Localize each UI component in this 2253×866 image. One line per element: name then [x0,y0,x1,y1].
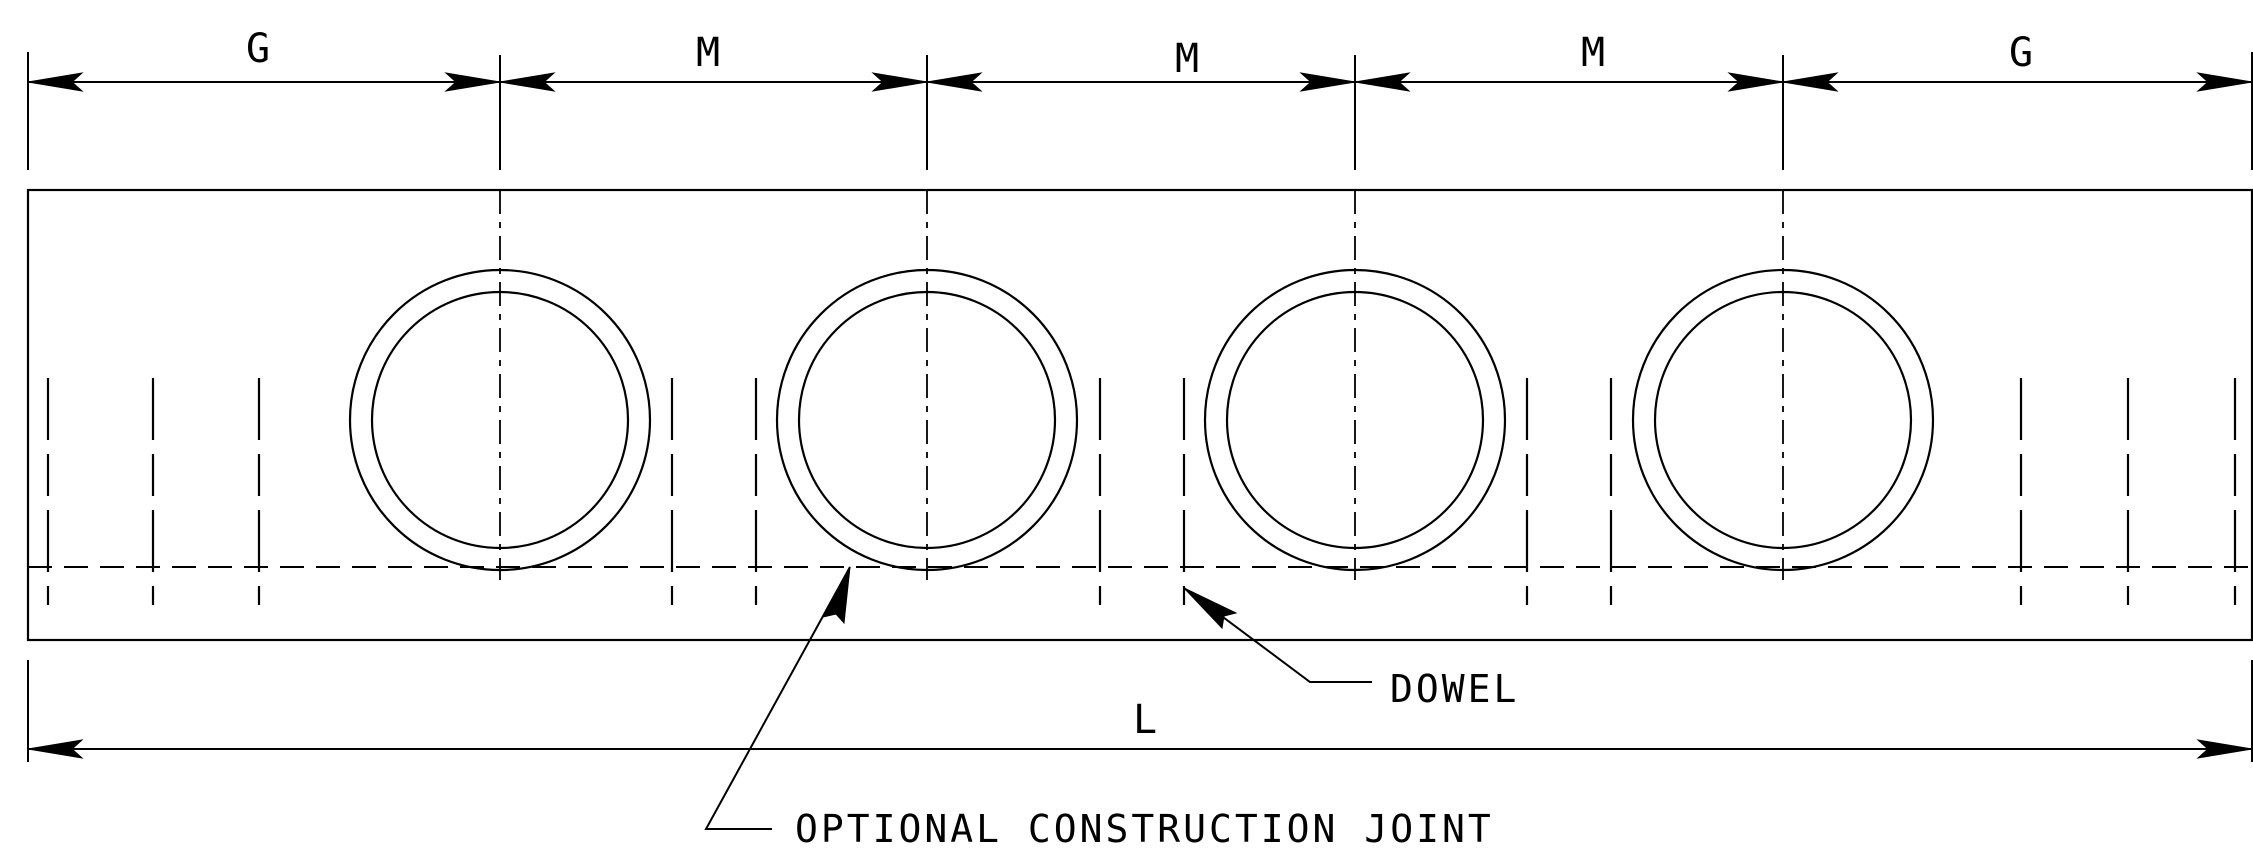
dim-label-l: L [1133,697,1157,743]
slab-outline [26,188,2253,642]
dim-label-m-1: M [696,30,720,76]
core-outer-2 [775,268,1079,572]
arrowhead [444,72,501,92]
dowel-leader-arrow [1183,587,1238,630]
dim-label-g-left: G [246,26,270,72]
joint-leader-arrow [822,566,851,625]
dim-label-g-right: G [2009,30,2033,76]
dim-label-m-2: M [1175,36,1199,82]
construction-joint-label: OPTIONAL CONSTRUCTION JOINT [795,807,1494,851]
core-inner-3 [1225,290,1485,550]
arrowhead [926,72,983,92]
arrowhead [1782,72,1839,92]
core-inner-2 [797,290,1057,550]
core-outer-4 [1631,268,1935,572]
arrowhead [1727,72,1784,92]
core-outer-3 [1203,268,1507,572]
arrowhead [2196,739,2253,759]
top-dimension-chain: G M M M G [27,26,2253,170]
arrowhead [2196,72,2253,92]
arrowhead [27,72,84,92]
arrowhead [871,72,928,92]
hollow-cores [348,268,1935,572]
arrowhead [1299,72,1356,92]
joint-leader-line [704,566,851,830]
dowel-callout: DOWEL [1183,587,1519,711]
dim-label-m-3: M [1581,30,1605,76]
dowel-leader-line [1183,587,1372,683]
core-inner-4 [1653,290,1913,550]
overall-dimension: L [27,660,2253,762]
arrowhead [1354,72,1411,92]
dowels [46,378,2237,605]
core-inner-1 [370,290,630,550]
dowel-label: DOWEL [1390,667,1519,711]
arrowhead [499,72,556,92]
arrowhead [27,739,84,759]
core-centerlines [499,190,1784,580]
construction-joint-callout: OPTIONAL CONSTRUCTION JOINT [704,566,1494,851]
core-outer-1 [348,268,652,572]
